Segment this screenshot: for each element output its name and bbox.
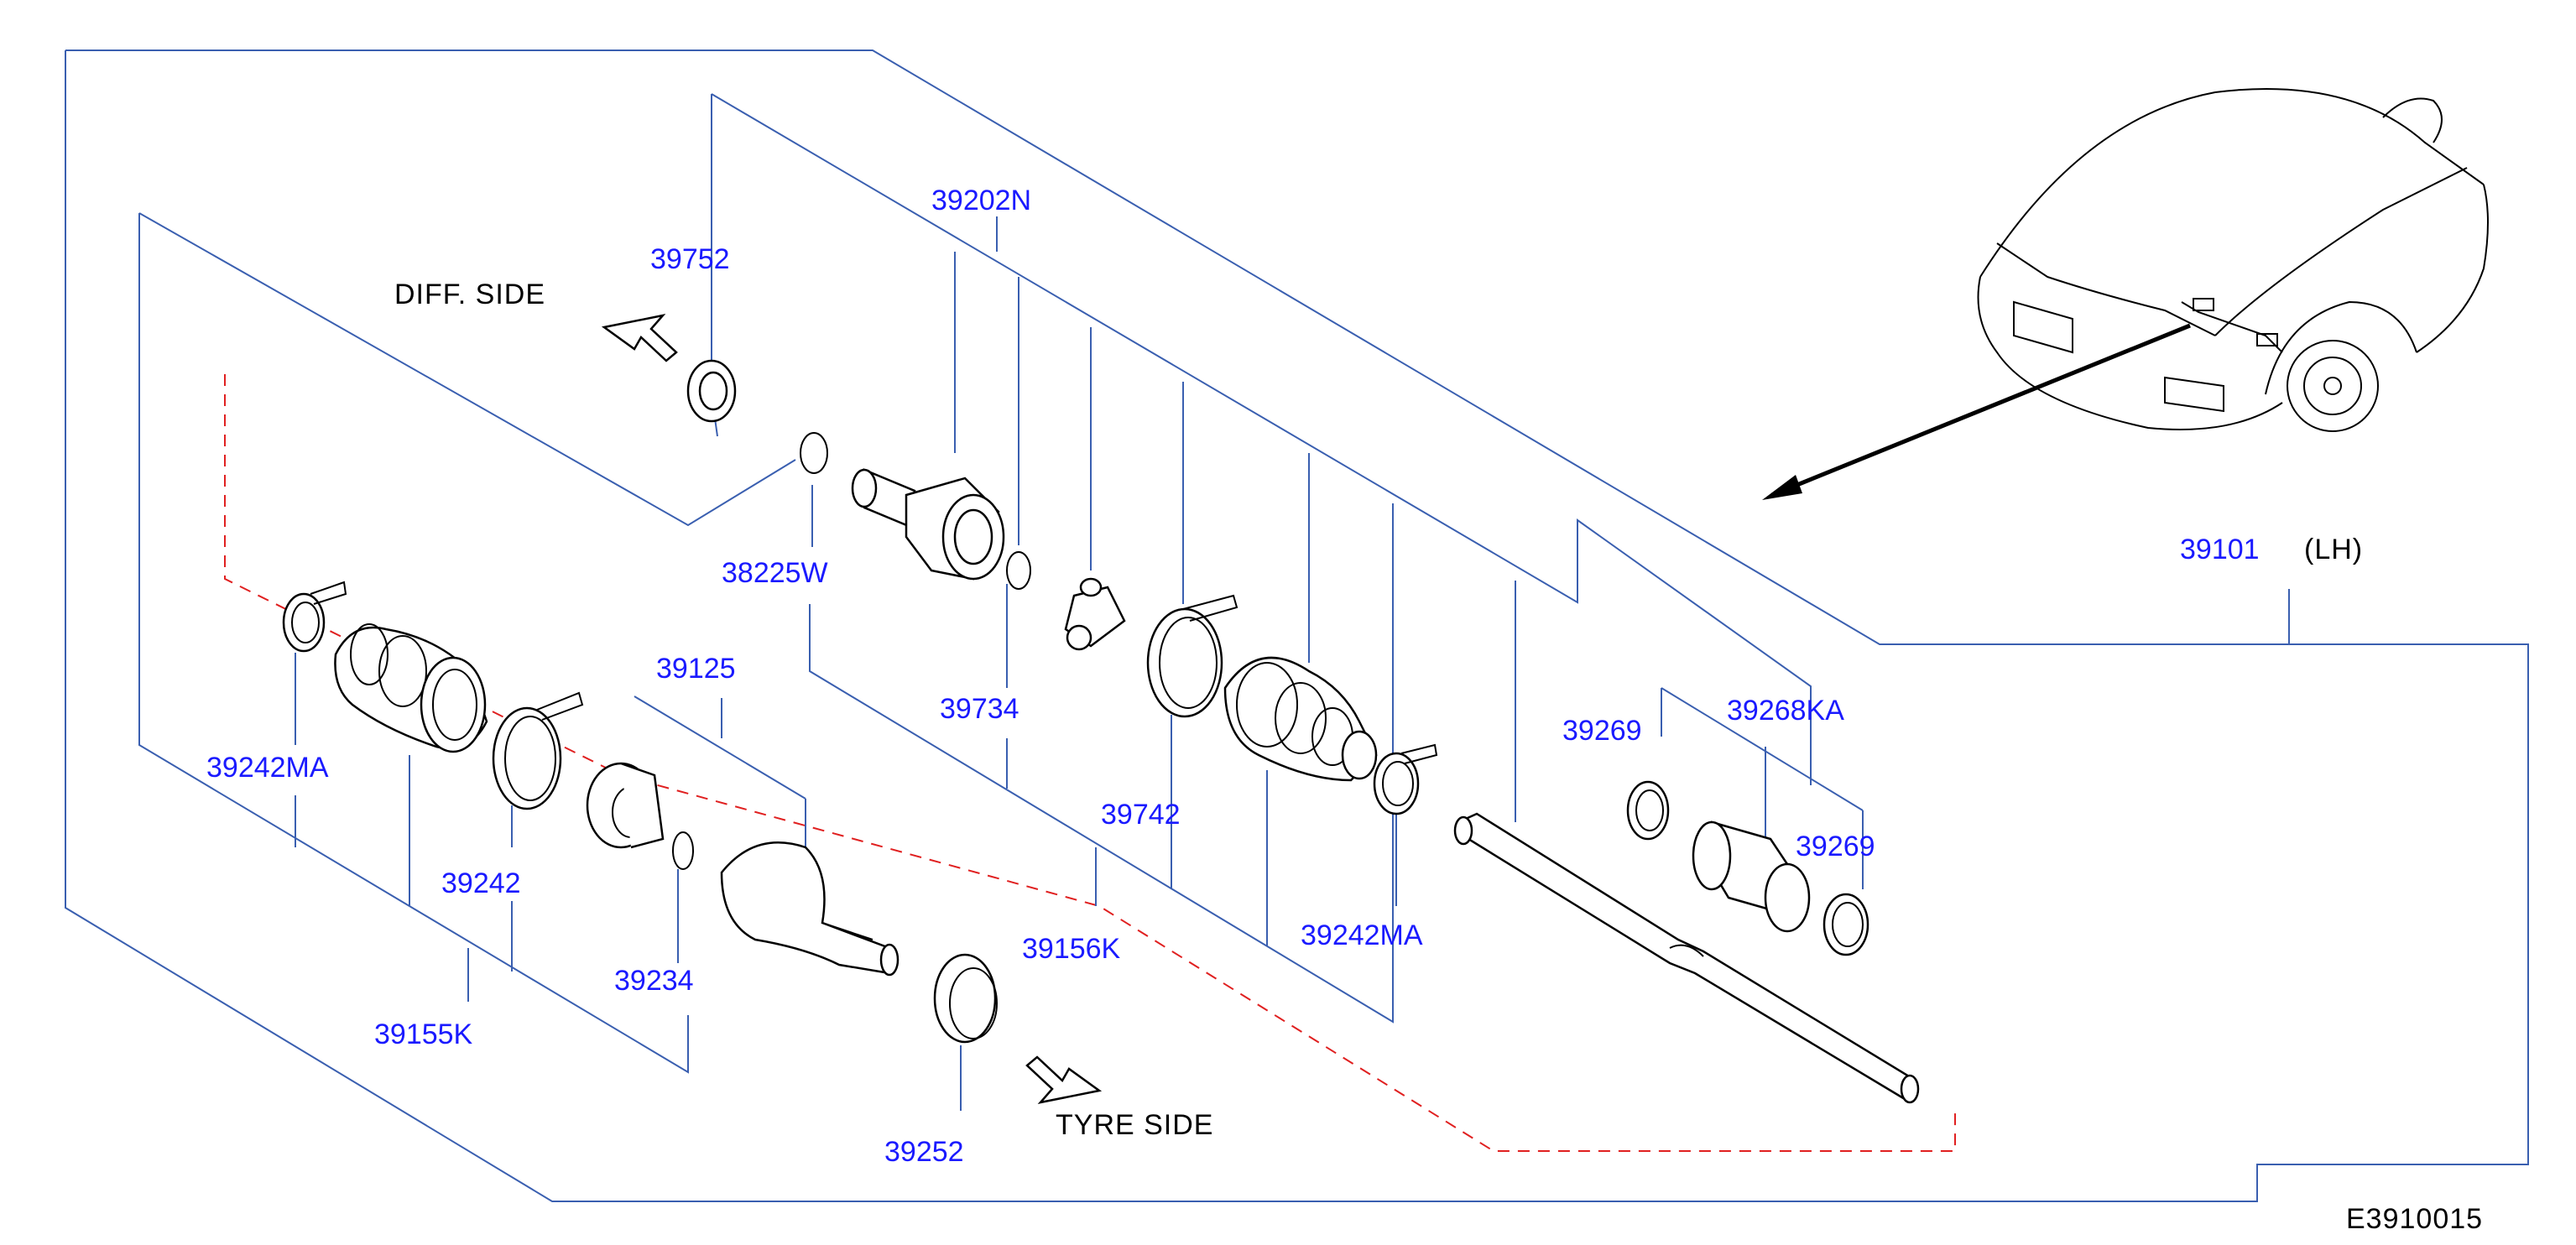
part-number-39268KA[interactable]: 39268KA [1727, 695, 1844, 727]
part-39269-bottom-band [1822, 893, 1869, 956]
leader-lines [295, 216, 2290, 1111]
part-number-39242MA-right[interactable]: 39242MA [1301, 919, 1423, 951]
diagram-code: E3910015 [2346, 1203, 2483, 1235]
assembly-frame-outer [65, 49, 2529, 1202]
assembly-frame-inner [138, 93, 1812, 1074]
part-number-39734[interactable]: 39734 [940, 693, 1019, 725]
arrow-tyre-side-icon [1025, 1055, 1103, 1104]
location-pointer-arrow [1762, 323, 2191, 500]
part-39242-band [492, 691, 584, 810]
part-39742-band [1146, 594, 1238, 718]
part-number-39742[interactable]: 39742 [1101, 799, 1181, 831]
shaft-assembly-dashed-boundary [224, 374, 1956, 1152]
part-39156K-boot [1223, 656, 1378, 782]
part-number-38225W[interactable]: 38225W [722, 557, 828, 589]
diff-side-label: DIFF. SIDE [394, 279, 545, 310]
part-39242MA-right-band [1373, 743, 1438, 815]
part-39155K-boot [334, 623, 488, 753]
part-outer-joint [720, 841, 900, 977]
part-number-39269-bottom[interactable]: 39269 [1796, 831, 1875, 862]
part-spider-assembly [1064, 577, 1126, 651]
part-number-39752[interactable]: 39752 [650, 243, 730, 275]
part-number-39242[interactable]: 39242 [441, 867, 521, 899]
part-number-39242MA-left[interactable]: 39242MA [206, 752, 329, 784]
part-number-39234[interactable]: 39234 [614, 965, 694, 997]
part-number-39156K[interactable]: 39156K [1022, 933, 1121, 965]
part-39242MA-left-band [282, 581, 347, 653]
part-number-39202N[interactable]: 39202N [931, 185, 1031, 216]
part-39252-ring [933, 953, 998, 1044]
part-number-39155K[interactable]: 39155K [374, 1018, 473, 1050]
part-number-39101[interactable]: 39101 [2180, 534, 2260, 565]
car-icon [1977, 88, 2489, 432]
part-number-39125[interactable]: 39125 [656, 653, 736, 685]
arrow-diff-side-icon [601, 314, 678, 362]
part-39125-inner-race [586, 762, 665, 849]
part-39752-seal [686, 359, 737, 423]
tyre-side-label: TYRE SIDE [1056, 1109, 1213, 1141]
part-39101-drive-shaft [1453, 812, 1920, 1104]
part-number-39252[interactable]: 39252 [884, 1136, 964, 1168]
part-39202N-inner-joint [851, 468, 1005, 581]
part-38225W-snap-ring [800, 432, 828, 474]
part-39268KA-damper [1692, 820, 1811, 933]
part-number-39269-top[interactable]: 39269 [1562, 715, 1642, 747]
part-39734-circlip [1006, 551, 1031, 590]
lh-label: (LH) [2304, 534, 2363, 565]
part-39234-circlip [672, 831, 694, 870]
part-39269-top-band [1626, 780, 1670, 841]
